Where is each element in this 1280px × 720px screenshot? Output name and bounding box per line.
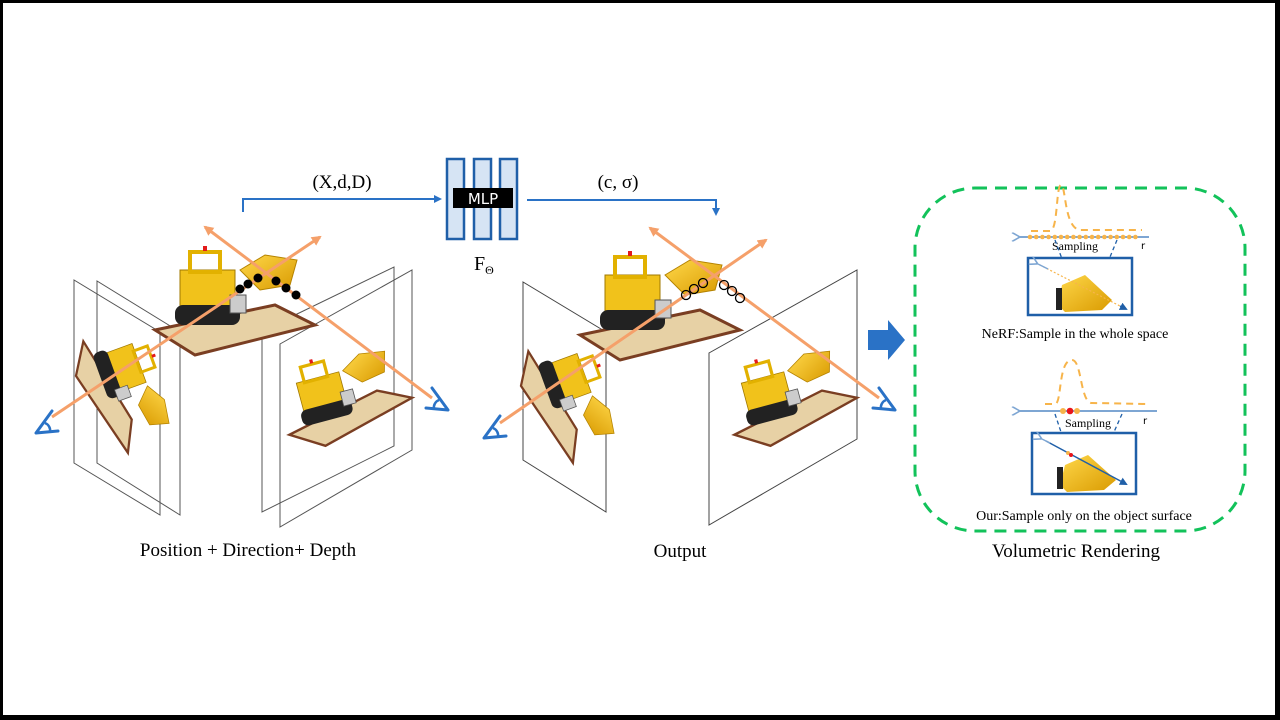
figure-canvas: [3, 3, 1275, 715]
sample-point: [1102, 234, 1107, 240]
ours-sampling-figure: r Sampling Our:Sample only on the object…: [976, 358, 1192, 524]
sample-point: [1064, 234, 1070, 240]
bulldozer-view-right: [715, 335, 865, 456]
ours-caption: Our:Sample only on the object surface: [976, 509, 1192, 524]
sample-point: [1074, 408, 1080, 414]
image-plane: [279, 269, 413, 528]
sample-point: [1077, 234, 1082, 240]
sample-point: [688, 283, 700, 295]
sample-point: [1083, 234, 1089, 240]
sample-point: [235, 284, 245, 294]
sample-points-uniform: [1027, 234, 1138, 240]
flow-connector: (X,d,D) (c, σ): [242, 172, 720, 216]
bucket-arm: [1057, 467, 1063, 489]
sample-point: [680, 289, 692, 301]
sample-point: [734, 292, 746, 304]
nerf-sampling-figure: r Sampling NeRF:Sample in the whole spac…: [982, 183, 1169, 342]
sample-point: [1108, 234, 1113, 240]
input-caption: Position + Direction+ Depth: [140, 540, 357, 561]
sample-point: [1033, 234, 1039, 240]
image-plane: [261, 266, 395, 513]
sample-point: [1071, 234, 1076, 240]
output-panel: Output: [482, 226, 897, 562]
sample-point: [1058, 234, 1064, 240]
input-panel: Position + Direction+ Depth: [34, 225, 450, 561]
mlp-label-box: [453, 188, 513, 208]
output-flow-arrow: [527, 199, 720, 216]
sampling-label: Sampling: [1052, 239, 1098, 253]
bucket-thumbnail: [1060, 455, 1116, 492]
sample-point: [253, 273, 263, 283]
sample-point: [718, 279, 730, 291]
output-caption: Output: [654, 541, 708, 562]
network-symbol: FΘ: [474, 253, 494, 277]
sample-point: [1040, 234, 1045, 240]
bucket-thumbnail: [1058, 275, 1112, 312]
sample-points-hollow: [680, 277, 746, 304]
ray-label: r: [1143, 416, 1148, 427]
camera-eye-icon: [424, 386, 450, 412]
sample-point: [243, 279, 253, 289]
sample-point: [291, 290, 301, 300]
bucket-arm: [1056, 288, 1062, 310]
image-plane: [522, 281, 607, 513]
right-block-arrow-icon: [868, 320, 905, 360]
input-flow-arrow: [242, 195, 442, 212]
surface-hit-point: [1069, 453, 1073, 457]
output-tuple-label: (c, σ): [598, 172, 639, 193]
input-tuple-label: (X,d,D): [312, 172, 371, 193]
sample-points-filled: [235, 273, 301, 300]
rendering-panel: r Sampling NeRF:Sample in the whole spac…: [913, 183, 1247, 562]
sample-point: [1120, 234, 1126, 240]
camera-ray: [648, 226, 880, 400]
sample-point: [1060, 408, 1066, 414]
bulldozer-view-right: [270, 335, 420, 456]
sample-point: [281, 283, 291, 293]
mlp-block: MLP FΘ: [445, 157, 519, 277]
bulldozer-scene: [153, 244, 317, 357]
rendering-dashed-frame: [913, 186, 1247, 533]
mlp-label: MLP: [468, 190, 498, 208]
camera-ray: [499, 238, 768, 425]
camera-ray: [203, 225, 433, 400]
sample-point: [271, 276, 281, 286]
rendering-caption: Volumetric Rendering: [992, 541, 1160, 562]
sample-point: [1095, 234, 1101, 240]
sample-ray: [1045, 440, 1128, 485]
surface-sample-point: [1066, 407, 1074, 415]
density-curve: [1045, 358, 1148, 405]
sample-point: [1133, 234, 1138, 240]
nerf-caption: NeRF:Sample in the whole space: [982, 327, 1169, 342]
sample-point: [1046, 234, 1051, 240]
sample-point: [697, 277, 709, 289]
sample-point: [1126, 234, 1132, 240]
bulldozer-scene: [578, 249, 742, 362]
sample-point: [1089, 234, 1095, 240]
camera-eye-icon: [871, 386, 897, 412]
ray-label: r: [1141, 241, 1146, 252]
sampling-label: Sampling: [1065, 416, 1111, 430]
density-curve: [1031, 183, 1142, 232]
sample-point: [1027, 234, 1033, 240]
camera-ray: [51, 235, 322, 419]
camera-eye-icon: [482, 414, 508, 440]
sample-point: [726, 285, 738, 297]
sample-point: [1114, 234, 1120, 240]
sample-point: [1052, 234, 1058, 240]
